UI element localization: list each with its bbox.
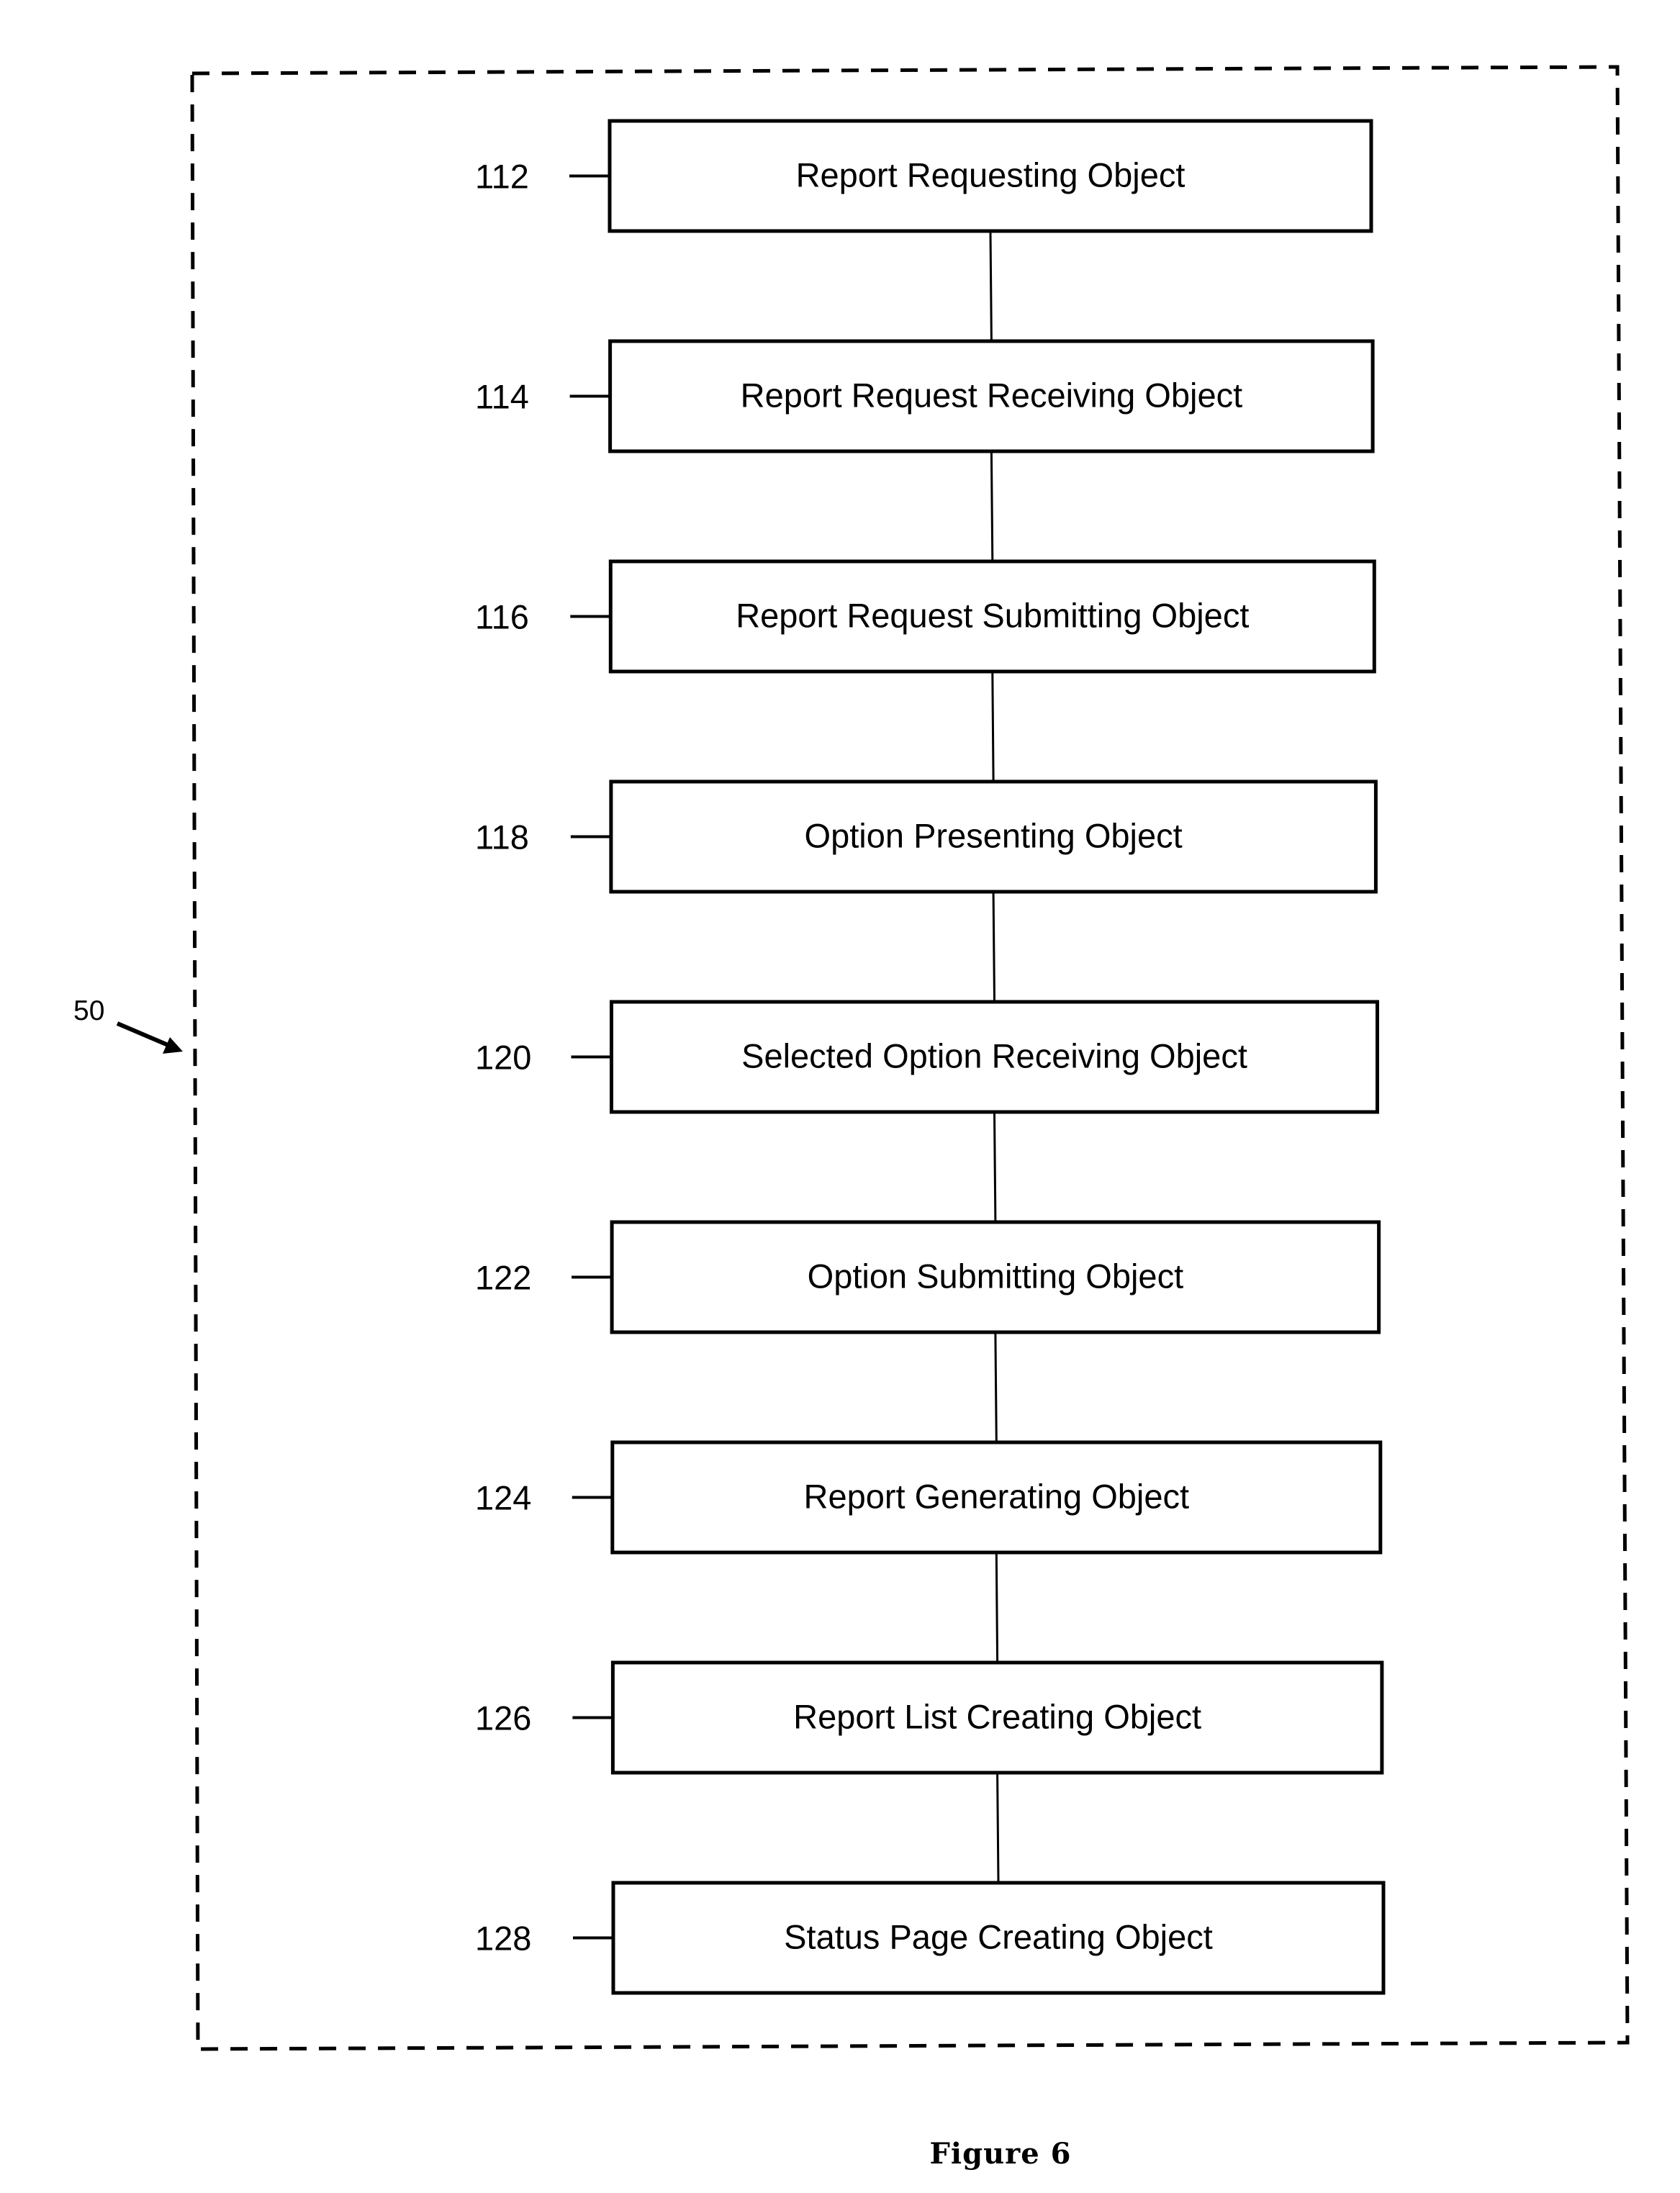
object-block: Report List Creating Object 126 — [475, 1663, 1382, 1773]
module-ref-label: 50 — [73, 995, 104, 1026]
object-label: Report Request Receiving Object — [741, 376, 1243, 415]
object-ref-label: 112 — [475, 158, 529, 196]
object-label: Status Page Creating Object — [784, 1918, 1213, 1956]
object-ref-label: 120 — [475, 1039, 531, 1077]
object-block: Option Presenting Object 118 — [475, 782, 1376, 892]
object-label: Report Generating Object — [804, 1478, 1190, 1516]
object-ref-label: 116 — [475, 598, 529, 636]
object-stack: Report Requesting Object112Report Reques… — [475, 121, 1383, 1993]
object-label: Report Request Submitting Object — [736, 597, 1249, 635]
object-label: Option Presenting Object — [805, 817, 1183, 855]
object-ref-label: 114 — [475, 378, 529, 416]
object-label: Selected Option Receiving Object — [741, 1037, 1247, 1075]
object-label: Report Requesting Object — [796, 156, 1186, 194]
object-block: Selected Option Receiving Object 120 — [475, 1002, 1378, 1112]
object-ref-label: 124 — [475, 1479, 531, 1517]
module-ref-arrow-shaft — [117, 1023, 171, 1046]
object-ref-label: 122 — [475, 1259, 531, 1297]
object-block: Report Requesting Object 112 — [475, 121, 1371, 231]
connector-line — [990, 232, 991, 340]
object-label: Option Submitting Object — [808, 1257, 1184, 1296]
object-label: Report List Creating Object — [793, 1698, 1201, 1736]
connector-line — [995, 1334, 996, 1441]
object-block: Report Request Receiving Object 114 — [475, 341, 1373, 451]
object-block: Report Generating Object 124 — [475, 1442, 1381, 1552]
module-ref-arrow — [117, 1023, 183, 1054]
connector-line — [996, 1554, 997, 1661]
object-ref-label: 126 — [475, 1699, 531, 1737]
object-block: Status Page Creating Object 128 — [475, 1883, 1383, 1993]
connector-line — [993, 893, 994, 1000]
object-block: Report Request Submitting Object 116 — [475, 561, 1374, 672]
connector-line — [991, 453, 992, 560]
object-block: Option Submitting Object 122 — [475, 1222, 1379, 1332]
object-ref-label: 118 — [475, 818, 529, 856]
object-ref-label: 128 — [475, 1920, 531, 1958]
figure-caption: Figure 6 — [930, 2137, 1072, 2171]
